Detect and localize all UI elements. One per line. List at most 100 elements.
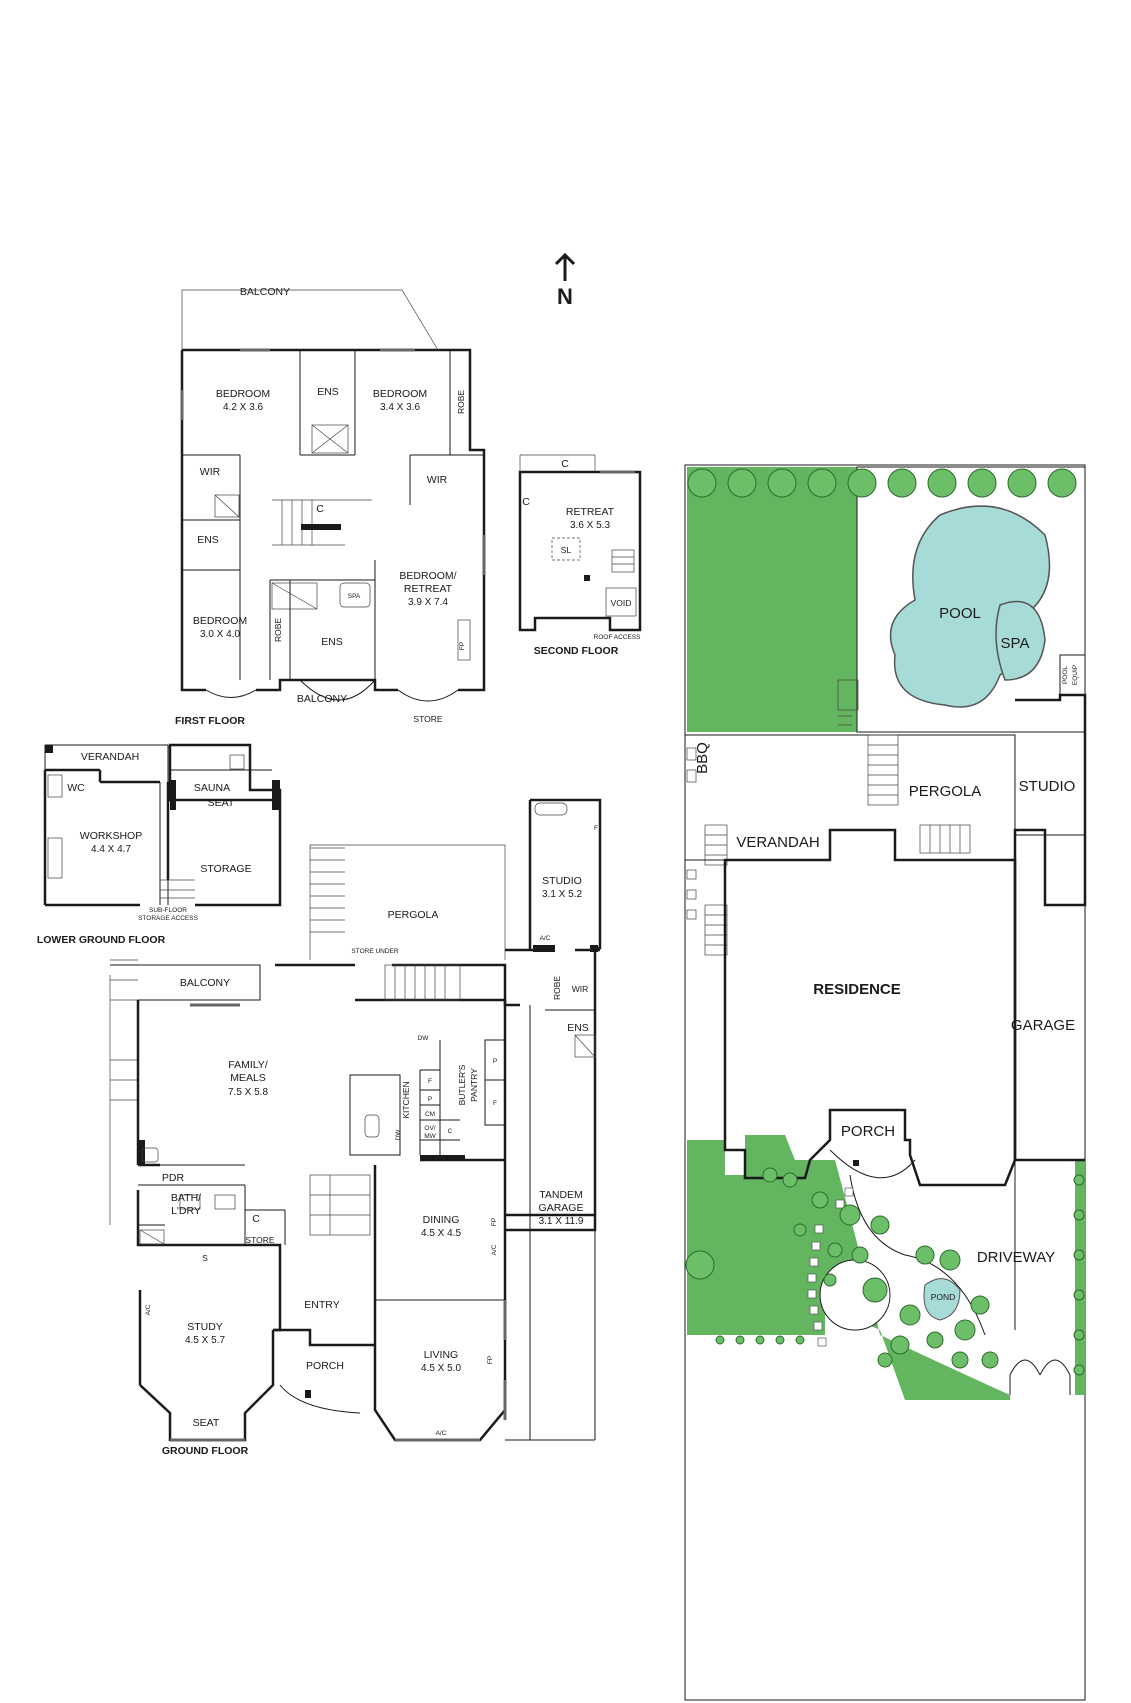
first-ens-left-label: ENS xyxy=(197,534,219,546)
stepping-stone xyxy=(817,1337,827,1347)
first-wir-left-label: WIR xyxy=(200,466,221,478)
ground-dining-dim: 4.5 X 4.5 xyxy=(421,1228,461,1239)
first-balcony-label: BALCONY xyxy=(240,286,290,298)
first-c-label: C xyxy=(316,503,324,515)
tree-icon xyxy=(767,468,797,498)
first-bedroom1-dim: 4.2 X 3.6 xyxy=(223,402,263,413)
site-verandah-label: VERANDAH xyxy=(736,834,819,851)
stepping-stone xyxy=(811,1241,821,1251)
second-c-top-label: C xyxy=(561,458,569,470)
tree-icon xyxy=(811,1191,829,1209)
ground-seat-label: SEAT xyxy=(193,1417,220,1429)
second-roof-access-label: ROOF ACCESS xyxy=(594,634,642,641)
ground-dw-side-label: DW xyxy=(395,1129,402,1141)
tree-icon xyxy=(981,1351,999,1369)
ground-tandem-label1: TANDEM xyxy=(539,1189,583,1201)
first-bedroom-retreat-label2: RETREAT xyxy=(404,583,453,595)
ground-tandem-dim: 3.1 X 11.9 xyxy=(539,1216,584,1227)
ground-robe-label: ROBE xyxy=(552,976,562,1000)
tree-icon xyxy=(735,1335,745,1345)
ground-s-label: S xyxy=(202,1253,208,1263)
trees xyxy=(685,468,1085,1376)
ground-butlers-label2: PANTRY xyxy=(469,1068,479,1102)
tree-icon xyxy=(862,1277,888,1303)
ground-living-dim: 4.5 X 5.0 xyxy=(421,1363,461,1374)
first-bedroom2-label: BEDROOM xyxy=(373,388,427,400)
ground-ac-living-label: A/C xyxy=(436,1430,447,1437)
ground-p1-label: P xyxy=(428,1096,432,1103)
north-arrow-icon xyxy=(554,252,576,281)
stepping-stone xyxy=(807,1289,817,1299)
ground-pdr-label: PDR xyxy=(162,1172,185,1184)
site-pool-label: POOL xyxy=(939,605,981,622)
first-bedroom-retreat-dim: 3.9 X 7.4 xyxy=(408,597,448,608)
site-bbq-label: BBQ xyxy=(694,742,711,774)
tree-icon xyxy=(782,1172,798,1188)
first-ens-top-label: ENS xyxy=(317,386,339,398)
ground-fp-dining-label: FP xyxy=(491,1218,498,1226)
site-pool-equip-label1: POOL xyxy=(1062,666,1069,684)
lower-subfloor-label2: STORAGE ACCESS xyxy=(138,915,199,922)
site-pergola-label: PERGOLA xyxy=(909,783,982,800)
pond xyxy=(923,1278,961,1321)
second-c-left-label: C xyxy=(522,496,530,508)
tree-icon xyxy=(687,468,717,498)
ground-floor-plan xyxy=(109,798,602,1442)
tree-icon xyxy=(823,1273,837,1287)
lower-ground-floor-plan xyxy=(43,743,282,907)
ground-studio-dim: 3.1 X 5.2 xyxy=(542,889,582,900)
ground-porch-label: PORCH xyxy=(306,1360,344,1372)
tree-icon xyxy=(847,468,877,498)
tree-icon xyxy=(890,1335,910,1355)
site-spa-label: SPA xyxy=(1001,635,1030,652)
lawn-strip xyxy=(1075,1160,1085,1395)
first-fp-label: FP xyxy=(459,642,466,650)
ground-butlers-label1: BUTLER'S xyxy=(457,1064,467,1105)
second-floor-plan xyxy=(518,454,642,632)
site-pool-equip-label2: EQUIP xyxy=(1072,665,1079,685)
tree-icon xyxy=(715,1335,725,1345)
stepping-stone xyxy=(809,1257,819,1267)
ground-living-label: LIVING xyxy=(424,1349,458,1361)
tree-icon xyxy=(839,1204,861,1226)
second-retreat-dim: 3.6 X 5.3 xyxy=(570,520,610,531)
first-bedroom1-label: BEDROOM xyxy=(216,388,270,400)
tree-icon xyxy=(827,1242,843,1258)
lower-seat-label: SEAT xyxy=(208,797,235,809)
tree-icon xyxy=(927,468,957,498)
stepping-stone xyxy=(807,1273,817,1283)
tree-icon xyxy=(851,1246,869,1264)
site-garage-label: GARAGE xyxy=(1011,1017,1075,1034)
ground-family-meals-dim: 7.5 X 5.8 xyxy=(228,1087,268,1098)
site-studio-label: STUDIO xyxy=(1019,778,1076,795)
ground-ac-study-label: A/C xyxy=(145,1304,152,1315)
ground-dw-top-label: DW xyxy=(418,1035,430,1042)
ground-store-under-label: STORE UNDER xyxy=(351,948,398,955)
tree-icon xyxy=(915,1245,935,1265)
ground-family-meals-label2: MEALS xyxy=(230,1072,266,1084)
lower-subfloor-label1: SUB-FLOOR xyxy=(149,907,187,914)
first-bedroom-retreat-label1: BEDROOM/ xyxy=(399,570,456,582)
ground-fp-living-label: FP xyxy=(487,1356,494,1364)
ground-kitchen-label: KITCHEN xyxy=(401,1081,411,1118)
tree-icon xyxy=(951,1351,969,1369)
second-retreat-label: RETREAT xyxy=(566,506,615,518)
first-bedroom3-label: BEDROOM xyxy=(193,615,247,627)
second-sl-label: SL xyxy=(561,545,572,555)
site-plan xyxy=(684,464,1087,1701)
ground-family-meals-label1: FAMILY/ xyxy=(228,1059,268,1071)
ground-studio-label: STUDIO xyxy=(542,875,582,887)
tree-icon xyxy=(685,1250,715,1280)
tree-icon xyxy=(807,468,837,498)
ground-studio-f-label: F xyxy=(594,825,598,832)
ground-ovmw-label2: MW xyxy=(424,1133,436,1140)
ground-c-kitchen-label: C xyxy=(448,1128,453,1135)
lawn-top xyxy=(687,467,857,732)
lower-workshop-dim: 4.4 X 4.7 xyxy=(91,844,131,855)
tree-icon xyxy=(793,1223,807,1237)
ground-floor-caption: GROUND FLOOR xyxy=(162,1445,249,1457)
ground-cm-label: CM xyxy=(425,1111,435,1118)
first-ens-mid-label: ENS xyxy=(321,636,343,648)
stepping-stone xyxy=(835,1199,845,1209)
